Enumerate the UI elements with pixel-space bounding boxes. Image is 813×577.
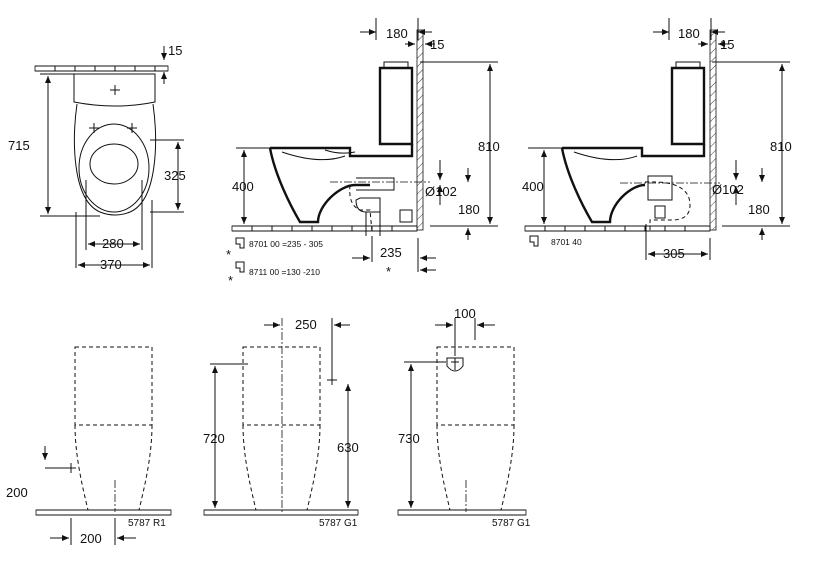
product-code: 5787 R1 — [128, 518, 166, 529]
bowl-outline — [74, 424, 153, 511]
dim-102: Ø102 — [425, 184, 457, 199]
dim-180-top: 180 — [386, 26, 408, 41]
top-view: 15 715 325 280 370 — [8, 43, 186, 272]
dim-235: 235 — [380, 245, 402, 260]
bowl-side — [268, 147, 370, 224]
dim-630: 630 — [337, 440, 359, 455]
dim-810: 810 — [478, 139, 500, 154]
front-view-3: 100 730 5787 G1 — [397, 306, 531, 529]
bowl-outline — [436, 424, 515, 511]
fixing-point-icon — [110, 85, 120, 95]
note-8701-40: 8701 40 — [551, 237, 582, 247]
dim-720: 720 — [203, 431, 225, 446]
dim-305: 305 — [663, 246, 685, 261]
note-8701-00: 8701 00 =235 - 305 — [249, 239, 323, 249]
product-code: 5787 G1 — [492, 518, 531, 529]
connector-icon — [529, 235, 539, 247]
dim-15: 15 — [720, 37, 734, 52]
dim-400: 400 — [522, 179, 544, 194]
side-view-1: 180 15 810 400 Ø102 180 235 * 8701 00 =2… — [226, 18, 500, 288]
dim-730: 730 — [398, 431, 420, 446]
dim-715: 715 — [8, 138, 30, 153]
wall — [416, 29, 424, 231]
dim-810: 810 — [770, 139, 792, 154]
dim-370: 370 — [100, 257, 122, 272]
note-8711-00: 8711 00 =130 -210 — [249, 267, 320, 277]
cistern-outline — [242, 346, 321, 426]
dim-15: 15 — [168, 43, 182, 58]
dim-180-lower: 180 — [748, 202, 770, 217]
star: * — [228, 273, 233, 288]
seat-outline — [78, 123, 150, 213]
dim-102: Ø102 — [712, 182, 744, 197]
dim-250: 250 — [295, 317, 317, 332]
connector-icon — [235, 237, 245, 249]
product-code: 5787 G1 — [319, 518, 358, 529]
cistern-outline — [74, 346, 153, 426]
star: * — [386, 264, 391, 279]
cistern — [670, 66, 706, 146]
bowl-side — [560, 147, 646, 224]
fixing-point-icon — [327, 375, 337, 385]
dim-180-top: 180 — [678, 26, 700, 41]
dim-180-lower: 180 — [458, 202, 480, 217]
connector-icon — [235, 261, 245, 273]
tank-outline — [73, 73, 156, 107]
front-view-2: 250 720 630 5787 G1 — [203, 317, 359, 529]
dim-400: 400 — [232, 179, 254, 194]
wall — [709, 29, 717, 231]
cistern-outline — [436, 346, 515, 426]
dim-325: 325 — [164, 168, 186, 183]
bowl-opening — [89, 143, 139, 185]
fixing-point-icon — [127, 123, 137, 133]
side-view-2: 180 15 810 400 Ø102 180 305 8701 40 — [522, 18, 792, 261]
dim-15: 15 — [430, 37, 444, 52]
dim-100: 100 — [454, 306, 476, 321]
bowl-outline — [74, 103, 156, 216]
front-view-1: 200 200 5787 R1 — [6, 346, 172, 546]
dim-200-horizontal: 200 — [80, 531, 102, 546]
bowl-outline — [242, 424, 321, 511]
cistern — [378, 66, 414, 146]
dim-200-vertical: 200 — [6, 485, 28, 500]
dim-280: 280 — [102, 236, 124, 251]
water-inlet-icon — [446, 357, 464, 372]
fixing-point-icon — [89, 123, 99, 133]
star: * — [226, 247, 231, 262]
